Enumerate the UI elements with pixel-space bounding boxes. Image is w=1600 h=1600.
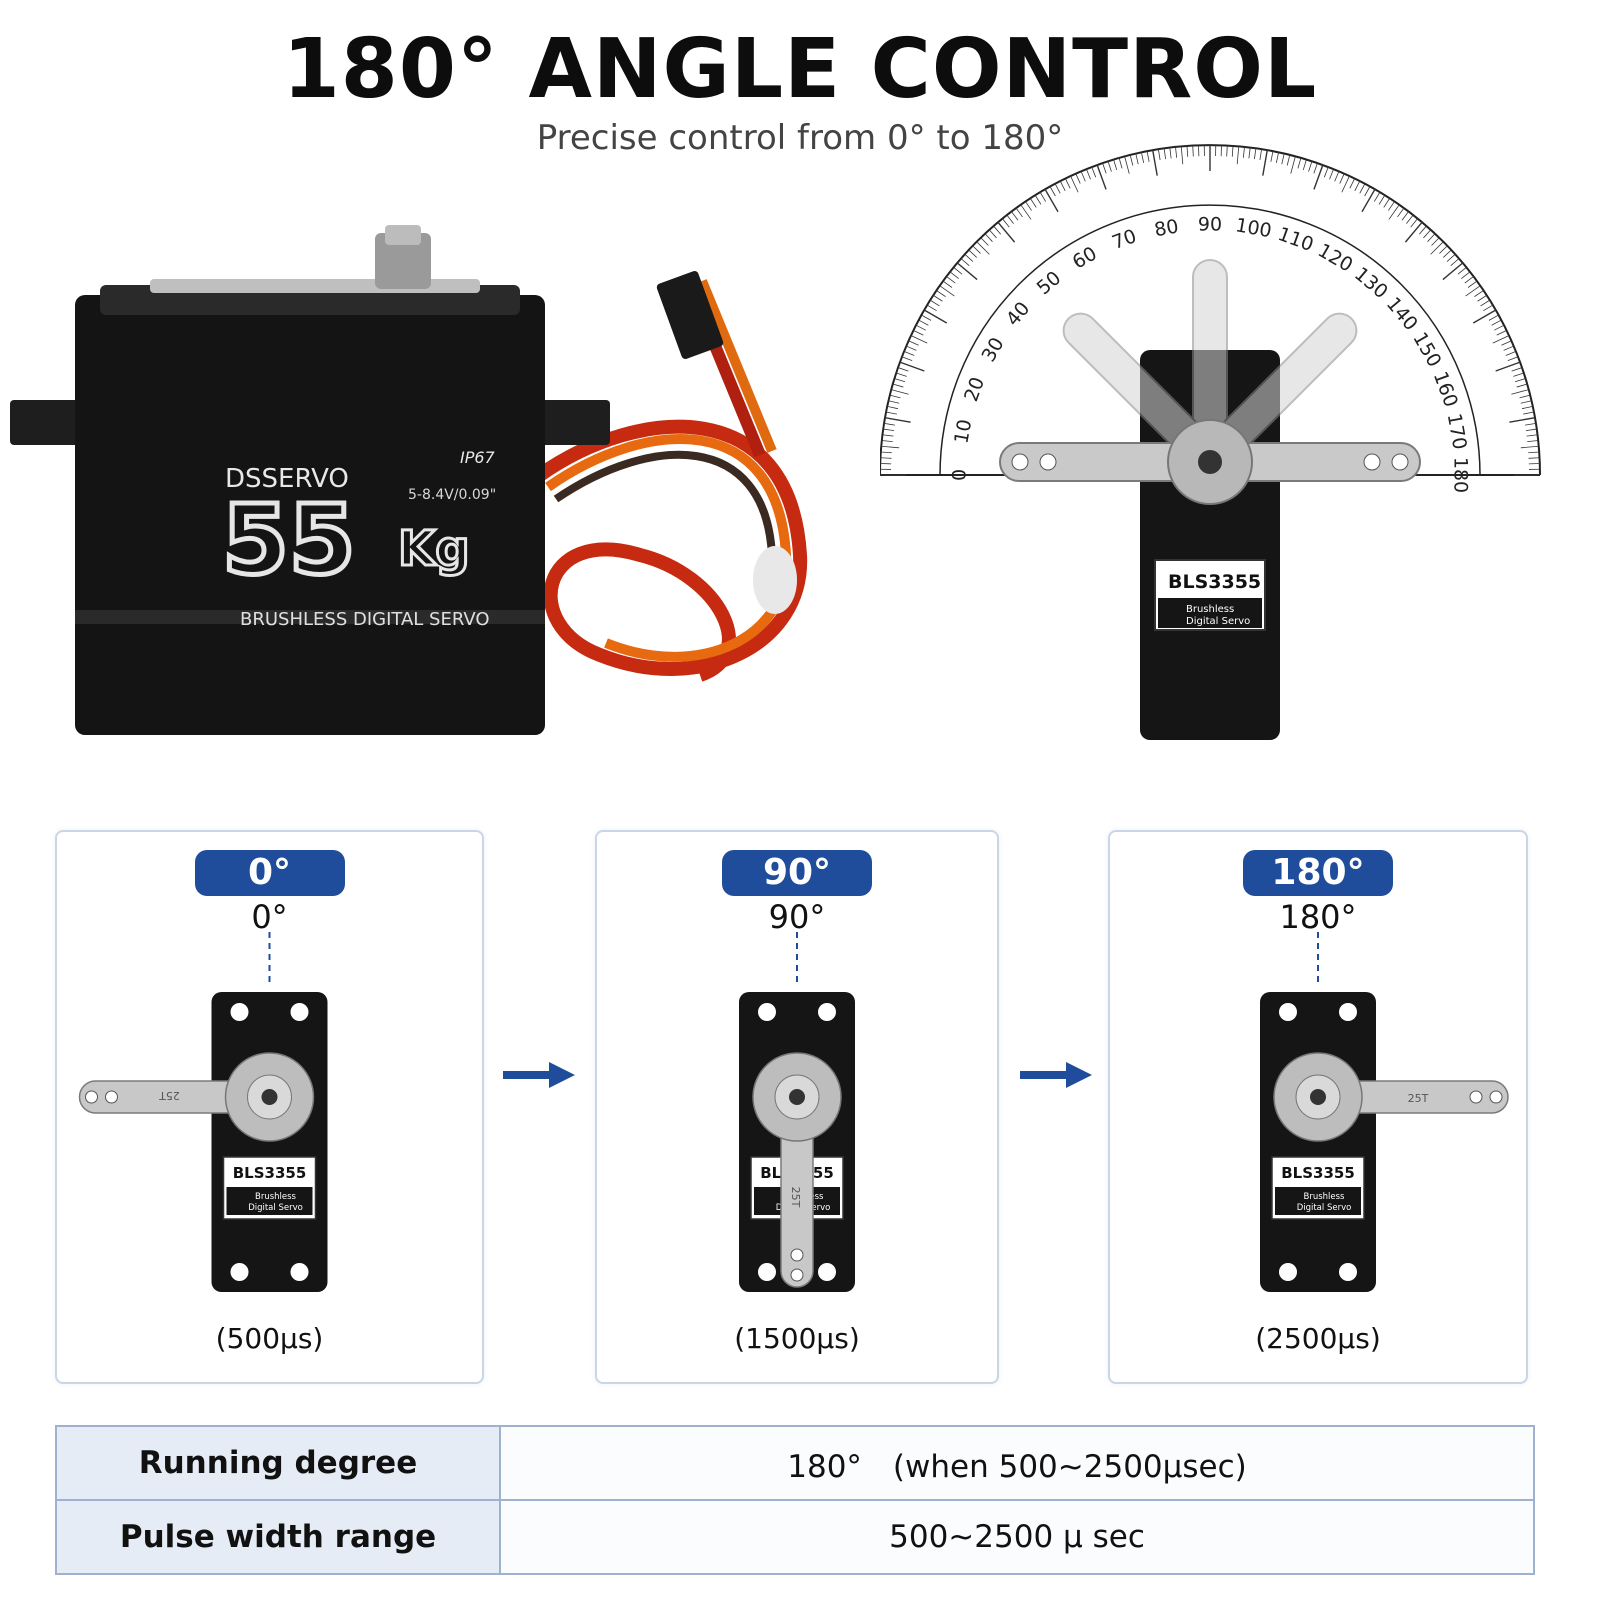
protractor-tick-label: 20 (960, 374, 989, 404)
protractor-tick-label: 70 (1109, 225, 1139, 254)
protractor-tick-label: 110 (1275, 223, 1317, 256)
protractor-tick-label: 170 (1443, 412, 1471, 452)
protractor-tick-label: 0 (949, 469, 971, 481)
pulse-width-label: (2500μs) (1255, 1322, 1381, 1355)
horn-mark-text: 25T (1408, 1092, 1429, 1105)
table-row: Pulse width range 500~2500 μ sec (55, 1499, 1535, 1575)
servo-label-line1: Brushless (255, 1192, 297, 1202)
horn-mark-text: 25T (159, 1089, 180, 1102)
servo-model-text: BLS3355 (1281, 1164, 1355, 1182)
protractor-tick-label: 30 (977, 334, 1008, 366)
servo-label-line1: Brushless (1304, 1192, 1346, 1202)
horn-mark-text: 25T (789, 1187, 802, 1208)
angle-label: 180° (1279, 898, 1357, 936)
arrow-right-icon (503, 1062, 575, 1088)
protractor-tick-label: 60 (1069, 242, 1101, 273)
servo-type-text: BRUSHLESS DIGITAL SERVO (240, 609, 490, 630)
protractor-tick-label: 130 (1350, 263, 1392, 303)
angle-label: 90° (768, 898, 826, 936)
angle-label: 0° (251, 898, 288, 936)
pulse-width-label: (1500μs) (734, 1322, 860, 1355)
spec-label: Running degree (55, 1425, 501, 1501)
protractor-tick-label: 40 (1002, 298, 1034, 331)
voltage-text: 5-8.4V/0.09" (408, 487, 496, 503)
protractor-tick-label: 160 (1429, 369, 1462, 411)
page-subtitle: Precise control from 0° to 180° (536, 118, 1064, 158)
rating-text: IP67 (460, 448, 496, 467)
protractor-tick-label: 180 (1450, 457, 1472, 493)
pulse-width-label: (500μs) (215, 1322, 324, 1355)
servo-label-line2: Digital Servo (1186, 616, 1250, 627)
protractor-tick-label: 100 (1234, 214, 1274, 242)
protractor-tick-label: 50 (1033, 267, 1066, 299)
protractor-scale (880, 144, 1541, 476)
servo-body (211, 992, 328, 1292)
servo-model-text: BLS3355 (1168, 571, 1261, 593)
angle-badge: 0° (194, 850, 345, 896)
servo-product-image: DSSERVO IP67 5-8.4V/0.09" 55 Kg BRUSHLES… (10, 225, 808, 735)
servo-horn: 25T (780, 1092, 814, 1288)
arrow-right-icon (1020, 1062, 1092, 1088)
servo-label-line2: Digital Servo (248, 1203, 303, 1213)
torque-number: 55 (222, 484, 356, 596)
protractor-tick-label: 80 (1153, 215, 1181, 241)
spec-label: Pulse width range (55, 1499, 501, 1575)
servo-label-line2: Digital Servo (1297, 1203, 1352, 1213)
table-row: Running degree 180° (when 500~2500μsec) (55, 1425, 1535, 1501)
spec-table: Running degree 180° (when 500~2500μsec) … (55, 1425, 1535, 1575)
torque-unit: Kg (398, 521, 470, 577)
protractor-tick-label: 90 (1198, 214, 1222, 236)
page-title: 180° ANGLE CONTROL (282, 22, 1318, 117)
servo-label-line1: Brushless (1186, 604, 1234, 615)
brand-text: DSSERVO (225, 464, 349, 494)
spec-value: 500~2500 μ sec (499, 1499, 1535, 1575)
servo-model-text: BLS3355 (233, 1164, 307, 1182)
spec-value: 180° (when 500~2500μsec) (499, 1425, 1535, 1501)
angle-badge: 90° (722, 850, 872, 896)
protractor-tick-label: 10 (950, 418, 976, 446)
servo-body (1260, 992, 1376, 1292)
angle-badge: 180° (1243, 850, 1393, 896)
